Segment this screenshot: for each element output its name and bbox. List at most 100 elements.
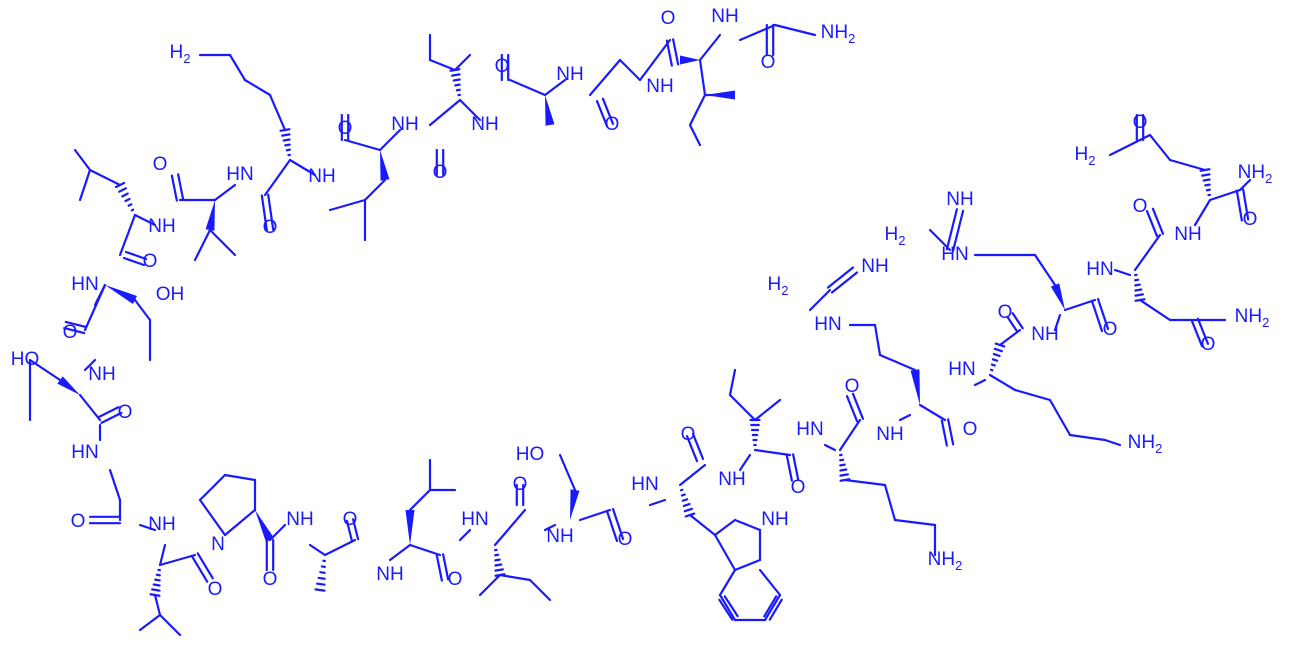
gln26-stereo (1201, 173, 1211, 177)
leu16-nh-label: NH (376, 564, 403, 585)
leu13-ca (158, 543, 167, 567)
lys21-hn-label: HN (796, 419, 823, 440)
gln25-stereo (1134, 283, 1141, 287)
ile17-stereo (494, 568, 504, 572)
lys23-oxygen-label: O (998, 302, 1013, 323)
lys21-stereo (839, 463, 846, 467)
ile20-nh-label: NH (718, 469, 745, 490)
ala4-nh-label: NH (556, 64, 583, 85)
arg24-stereo (1050, 283, 1065, 310)
trp19-arom1 (723, 595, 739, 618)
gln25-side (1138, 298, 1172, 322)
ala4-co (508, 78, 547, 97)
trp19-hn-label: HN (631, 474, 658, 495)
val5-n (458, 98, 482, 122)
thr10-oh-label: OH (156, 284, 185, 305)
lys7-chain (268, 93, 287, 132)
thr10-hn-label: HN (71, 274, 98, 295)
leu13-nh-label: NH (148, 514, 175, 535)
lys21-chain (893, 518, 937, 527)
lys7-stereo (284, 143, 291, 147)
arg24-guan-dbl (952, 209, 965, 252)
gln25-carbonyl (1145, 210, 1159, 238)
leu9-carbonyl (122, 256, 146, 267)
leu16-carbonyl (435, 554, 443, 582)
ser18-stereo (570, 489, 580, 520)
arg22-guan-amine-label: H2 (768, 274, 789, 298)
ile17-n (458, 528, 472, 542)
val8-stereo (205, 200, 215, 231)
leu9-stereo (118, 187, 127, 193)
leu9-stereo (124, 197, 131, 203)
leu16-co (408, 543, 442, 557)
thr10-carbonyl (64, 320, 87, 328)
arg22-guan-dbl (830, 271, 859, 294)
trp19-stereo (683, 507, 693, 513)
arg24-nh-label: NH (1031, 324, 1058, 345)
lys21-chain (883, 483, 897, 522)
ile20-oxygen-label: O (791, 477, 806, 498)
pro14-ring (198, 498, 227, 537)
leu13-carbonyl (191, 555, 209, 583)
ile20-ethyl (728, 393, 757, 422)
lys21-amine-label: NH2 (928, 549, 963, 573)
leu9-stereo (121, 192, 129, 198)
pro14-co (268, 523, 287, 542)
ile2-side (698, 58, 707, 97)
ala4-oxygen-label: O (495, 56, 510, 77)
lys23-chain (1103, 438, 1122, 447)
arg22-co (918, 403, 947, 422)
gln25-carbonyl (1151, 207, 1165, 235)
lys21-oxygen-label: O (845, 376, 860, 397)
ile20-n (738, 453, 752, 472)
pro14-ring (223, 473, 257, 482)
lys7-carbonyl (260, 194, 268, 232)
gly3-bond (618, 58, 642, 82)
gln26-co (1208, 188, 1242, 202)
ala15-co (323, 538, 357, 557)
thr11-nh-label: NH (88, 364, 115, 385)
leu13-co (158, 553, 197, 567)
trp19-arom2 (768, 598, 783, 621)
ile2-nh-label: NH (711, 6, 738, 27)
lys23-carbonyl (1011, 312, 1024, 330)
trp19-co (678, 463, 707, 487)
leu6-co (343, 138, 382, 152)
ser18-carbonyl (611, 507, 625, 541)
trp19-carbonyl (691, 432, 705, 460)
gln26-amide-n (1108, 138, 1142, 157)
val8-iso2 (208, 228, 237, 257)
gly3-nh-label: NH (646, 76, 673, 97)
arg22-stereo (910, 369, 920, 405)
lys7-co (263, 158, 292, 197)
arg24-guan-nh-label: NH (946, 189, 973, 210)
trp19-benzene (763, 593, 782, 622)
lys21-carbonyl (851, 392, 865, 420)
ala15-oxygen-label: O (343, 509, 358, 530)
ala15-carbonyl (345, 519, 353, 542)
arg22-guan-hn-label: HN (814, 314, 841, 335)
ile2-co (638, 38, 672, 82)
thr11-n (83, 358, 97, 372)
gln26-side (1168, 158, 1207, 172)
lys21-carbonyl (845, 395, 859, 423)
arg24-carbonyl (1096, 297, 1110, 331)
trp19-indole-nh-label: NH (761, 509, 788, 530)
lys23-chain (1068, 433, 1107, 442)
ser18-ho-label: HO (516, 444, 545, 465)
lys23-carbonyl (1006, 315, 1019, 333)
leu16-stereo (405, 510, 415, 545)
leu13-stereo (154, 578, 161, 582)
lys23-stereo (991, 358, 999, 362)
arg24-guan-dbl (945, 208, 958, 251)
ile20-methyl (753, 398, 782, 422)
lys7-stereo (282, 138, 291, 142)
trp19-benzene (718, 593, 737, 622)
ala15-n (308, 543, 327, 557)
ala15-methyl (319, 571, 326, 574)
ile17-co (493, 508, 527, 547)
arg24-carbonyl (1090, 299, 1104, 333)
gly1-amine-label: NH2 (821, 22, 856, 46)
arg22-side (878, 353, 917, 372)
ala15-carbonyl (352, 518, 360, 541)
